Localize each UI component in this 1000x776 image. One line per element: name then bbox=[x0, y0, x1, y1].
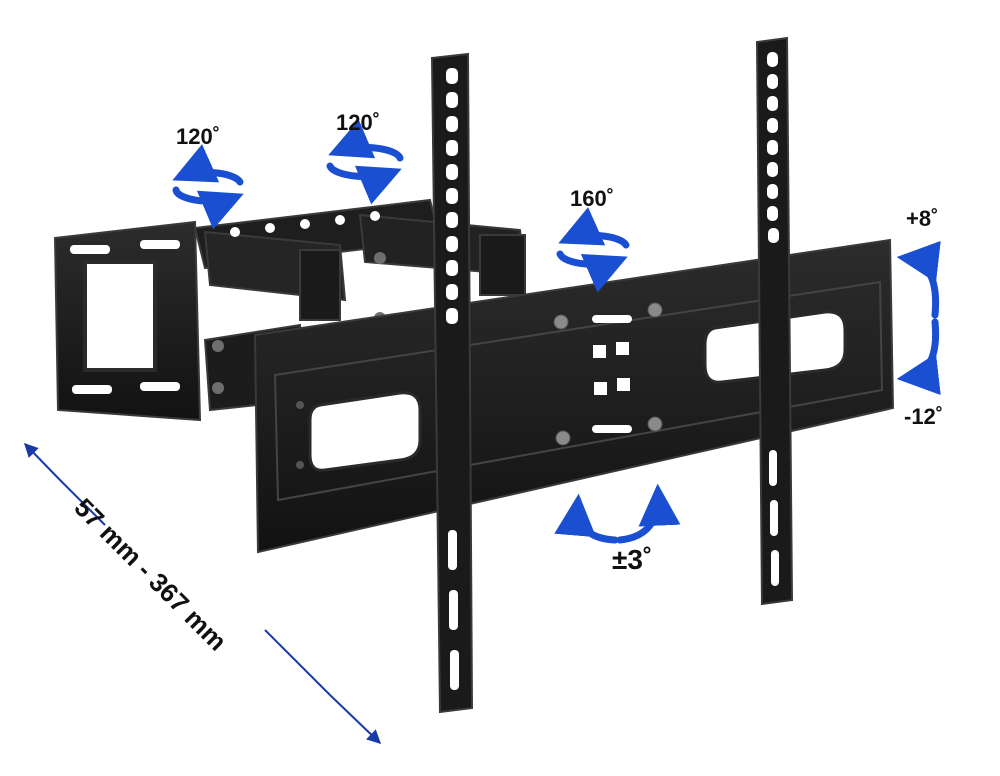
rotation-arrow-icon bbox=[554, 483, 681, 544]
tilt-up-label: +8˚ bbox=[906, 206, 939, 231]
main-mounting-plate bbox=[253, 238, 895, 554]
swivel-middle-label: 120˚ bbox=[336, 110, 381, 135]
swivel-right-arrow-icon bbox=[556, 207, 630, 293]
wall-plate bbox=[53, 220, 202, 422]
tilt-down-label: -12˚ bbox=[904, 404, 944, 429]
swivel-right-label: 160˚ bbox=[570, 186, 615, 211]
swivel-middle-arrow-icon bbox=[326, 119, 404, 205]
rotation-label: ±3˚ bbox=[612, 544, 653, 575]
swivel-left-arrow-icon bbox=[172, 144, 244, 230]
right-vertical-arm bbox=[755, 36, 794, 606]
tilt-arrow-icon bbox=[896, 240, 941, 396]
left-vertical-arm bbox=[430, 52, 474, 714]
swivel-left-label: 120˚ bbox=[176, 124, 221, 149]
extension-dimension-line bbox=[24, 442, 382, 744]
